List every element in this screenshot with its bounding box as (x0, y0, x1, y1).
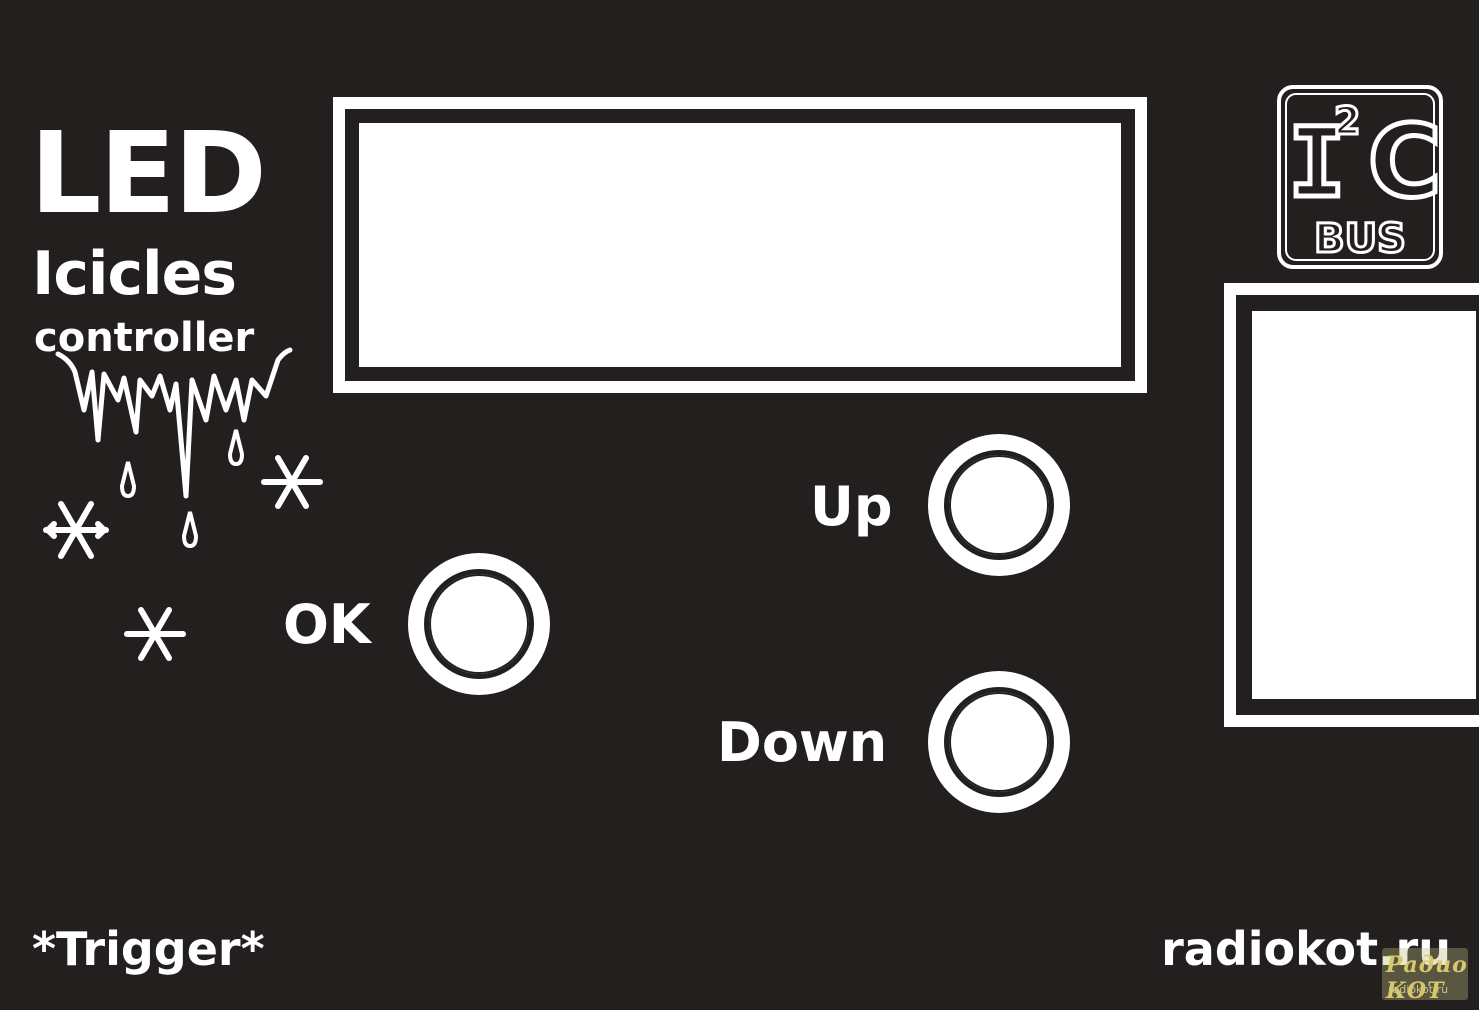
icicles-decoration (43, 347, 323, 661)
lcd-display-frame (333, 97, 1147, 393)
title-controller: controller (34, 315, 255, 361)
i2c-chip-letter: I (1288, 107, 1346, 219)
up-button-cap[interactable] (949, 455, 1049, 555)
snowflake-icon (261, 455, 323, 509)
ok-button[interactable] (408, 553, 550, 695)
down-button[interactable] (928, 671, 1070, 813)
i2c-superscript: 2 (1334, 99, 1360, 143)
lcd-display-window (359, 123, 1121, 367)
site-label: radiokot.ru (1161, 922, 1451, 976)
title-icicles: Icicles (32, 239, 237, 309)
i2c-bus-label: BUS (1314, 216, 1406, 262)
ok-button-cap[interactable] (429, 574, 529, 674)
droplet-icon (119, 429, 245, 549)
title-led: LED (30, 109, 267, 239)
down-button-cap[interactable] (949, 692, 1049, 792)
side-window (1252, 311, 1476, 699)
i2c-bus-logo: I 2 C BUS (1277, 85, 1444, 269)
i2c-c-letter: C (1368, 103, 1441, 220)
side-window-frame (1224, 283, 1479, 727)
watermark-logo-text: Радио КОТ (1386, 952, 1468, 1004)
up-button-label: Up (810, 475, 893, 538)
up-button[interactable] (928, 434, 1070, 576)
ok-button-label: OK (283, 593, 371, 656)
trigger-label: *Trigger* (32, 922, 265, 976)
icicles-icon (55, 347, 293, 499)
watermark-url: radiokot.ru (1388, 983, 1449, 996)
down-button-label: Down (717, 711, 888, 774)
radiokot-watermark: Радио КОТ radiokot.ru (1382, 948, 1468, 1004)
snowflake-icon (124, 607, 186, 661)
snowflake-icon (43, 501, 109, 559)
